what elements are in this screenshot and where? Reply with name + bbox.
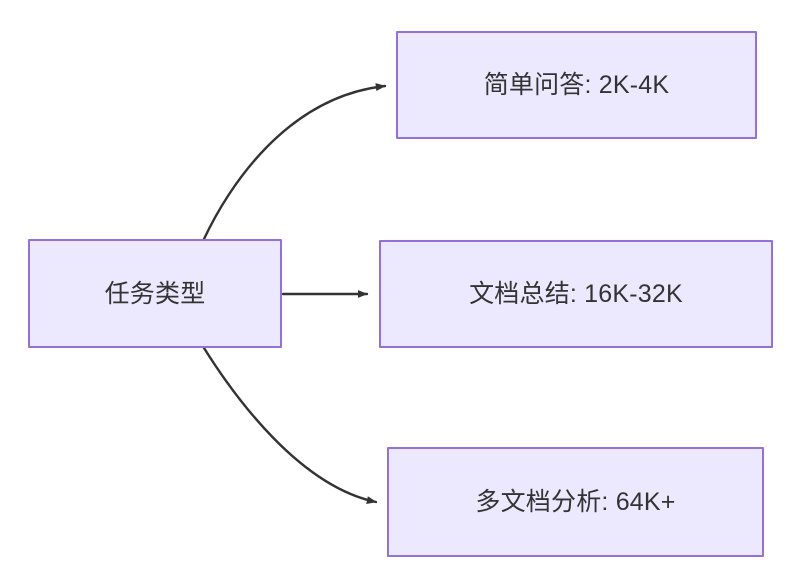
- node-task-type-label: 任务类型: [104, 279, 206, 308]
- node-multi-doc-label: 多文档分析: 64K+: [475, 488, 676, 516]
- node-task-type[interactable]: 任务类型: [28, 239, 282, 348]
- node-doc-summary[interactable]: 文档总结: 16K-32K: [379, 240, 773, 348]
- node-multi-doc[interactable]: 多文档分析: 64K+: [387, 447, 764, 557]
- edge-to-simple-qa: [202, 83, 387, 241]
- node-doc-summary-label: 文档总结: 16K-32K: [469, 280, 683, 308]
- edge-to-multi-doc: [202, 346, 378, 505]
- node-simple-qa[interactable]: 简单问答: 2K-4K: [396, 31, 757, 139]
- node-simple-qa-label: 简单问答: 2K-4K: [483, 71, 670, 99]
